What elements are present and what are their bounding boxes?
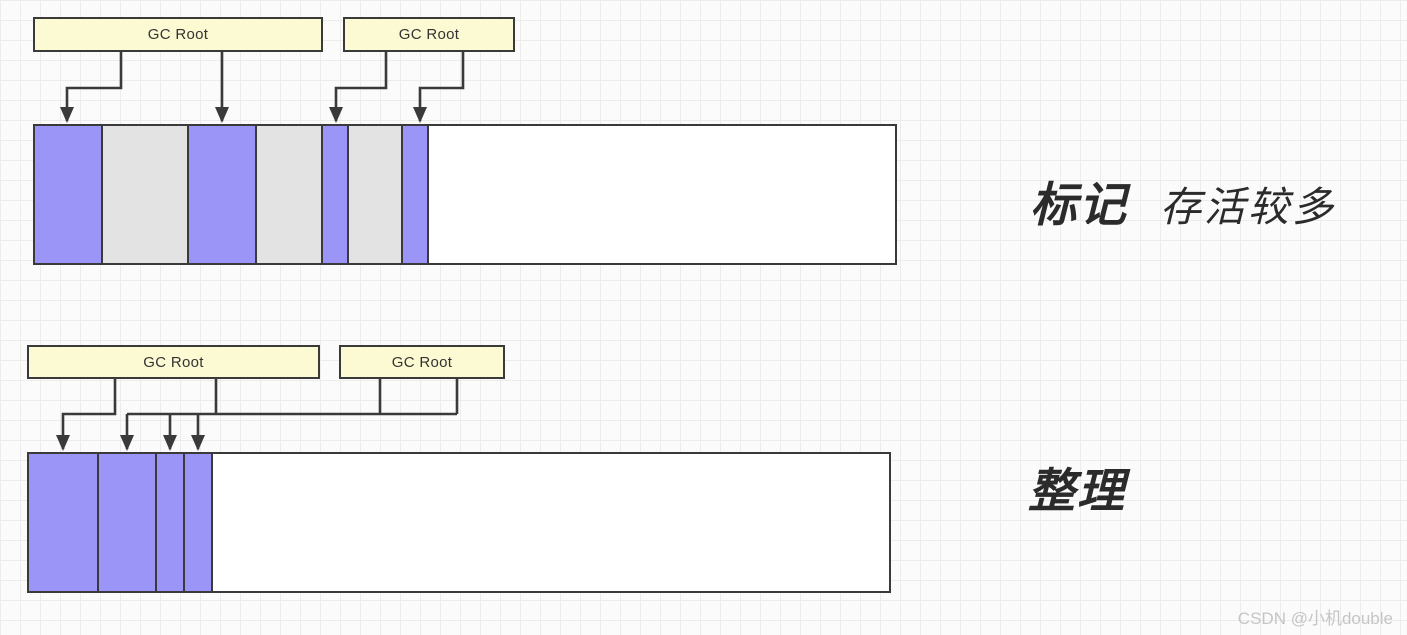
memory-segment-live: [321, 126, 347, 263]
gc-root-label: GC Root: [143, 353, 204, 371]
memory-segment-free: [211, 454, 889, 591]
bottom-connector-1: [56, 378, 117, 451]
gc-root-box-bottom-2: GC Root: [339, 345, 505, 379]
caption-compact: 整理: [1028, 452, 1126, 521]
gc-root-box-top-1: GC Root: [33, 17, 323, 52]
memory-bar-marked: [33, 124, 897, 265]
gc-root-box-top-2: GC Root: [343, 17, 515, 52]
memory-segment-garbage: [347, 126, 401, 263]
memory-segment-live: [97, 454, 155, 591]
gc-root-box-bottom-1: GC Root: [27, 345, 320, 379]
memory-segment-live: [35, 126, 101, 263]
memory-segment-garbage: [101, 126, 187, 263]
memory-segment-live: [155, 454, 183, 591]
top-connector-3: [329, 52, 388, 123]
caption-mark-text: 标记: [1030, 178, 1128, 231]
memory-segment-free: [427, 126, 895, 263]
memory-segment-live: [401, 126, 427, 263]
memory-segment-garbage: [255, 126, 321, 263]
gc-root-label: GC Root: [391, 353, 453, 371]
memory-bar-compacted: [27, 452, 891, 593]
caption-mark: 标记 存活较多: [1030, 166, 1336, 235]
memory-segment-live: [187, 126, 255, 263]
watermark: CSDN @小机double: [1237, 609, 1393, 628]
gc-root-label: GC Root: [147, 26, 209, 43]
top-connector-1: [60, 52, 123, 123]
caption-compact-text: 整理: [1028, 464, 1126, 517]
gc-root-label: GC Root: [398, 26, 460, 43]
memory-segment-live: [29, 454, 97, 591]
top-connector-4: [413, 52, 465, 123]
caption-mark-note: 存活较多: [1160, 184, 1336, 230]
memory-segment-live: [183, 454, 211, 591]
